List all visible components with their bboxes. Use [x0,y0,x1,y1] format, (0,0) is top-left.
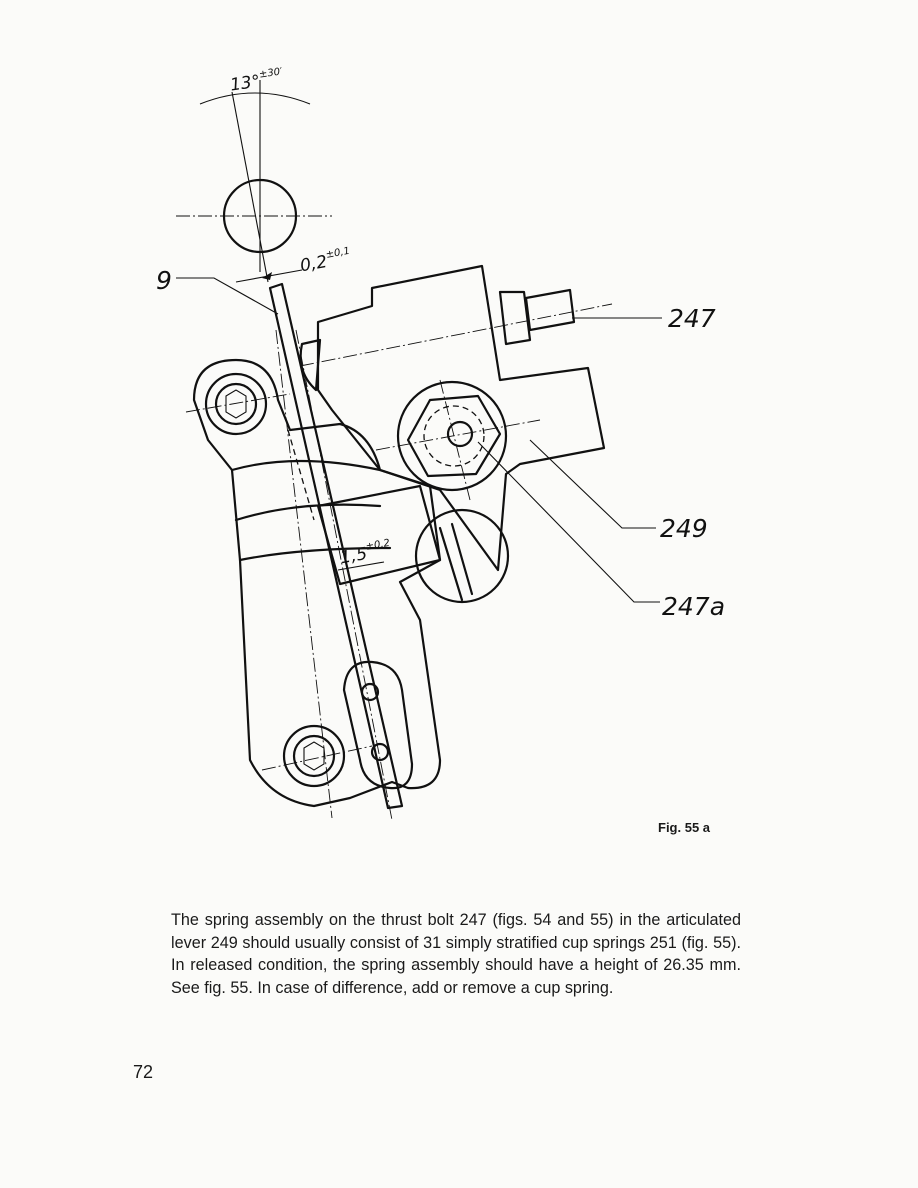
blade-part-9 [268,282,404,810]
thrust-bolt-247 [524,288,576,332]
cam-block [316,484,442,586]
lever-fold-1 [230,459,382,472]
main-centerline-1 [275,329,333,819]
callout-249: 249 [660,514,708,543]
angle-tolerance: ±30′ [258,66,284,81]
roller-slot [450,522,474,596]
articulated-lever-249 [192,358,442,808]
main-centerline-2 [295,329,393,821]
body-paragraph: The spring assembly on the thrust bolt 2… [171,911,741,997]
pivot-centerline-v [439,379,471,501]
roller-slot-2 [438,526,464,602]
hex-nut-bore [446,420,474,448]
hex-nut-247a [406,394,502,478]
gap-arrow [262,272,272,280]
callout-247: 247 [668,304,716,333]
nut [498,290,532,346]
upper-screw-washer [204,372,268,436]
leader-247a [477,441,660,603]
technical-drawing [176,80,662,821]
upper-screw-socket [225,389,247,419]
lever-fold-2 [234,503,382,522]
callout-9: 9 [156,266,172,295]
inclined-reference-line [231,91,269,283]
pivot-centerline-h [375,419,541,451]
lower-pin [370,742,390,762]
lower-screw-socket [303,741,325,771]
roller [414,508,510,604]
page-number: 72 [133,1062,154,1082]
figure-caption: Fig. 55 a [658,820,711,835]
hex-nut-hidden-circle [423,405,485,467]
leader-9 [176,277,279,315]
angle-arc [199,92,311,105]
leader-249 [529,439,656,529]
upper-screw-centerline [185,393,291,413]
upper-screw-head [214,382,258,426]
link-plate [342,660,414,790]
offset-dimension-line [337,561,385,571]
lower-screw-washer [282,724,346,788]
thrust-bolt-housing [316,264,606,572]
bolt-centerline [299,303,613,367]
upper-pin [360,682,380,702]
pivot-boss [396,380,508,492]
callout-247a: 247a [662,592,726,621]
angle-value: 13° [228,71,262,96]
hidden-edge [287,429,315,521]
lower-screw-centerline [261,745,373,771]
lever-fold-3 [238,546,392,562]
lower-screw-head [292,734,336,778]
